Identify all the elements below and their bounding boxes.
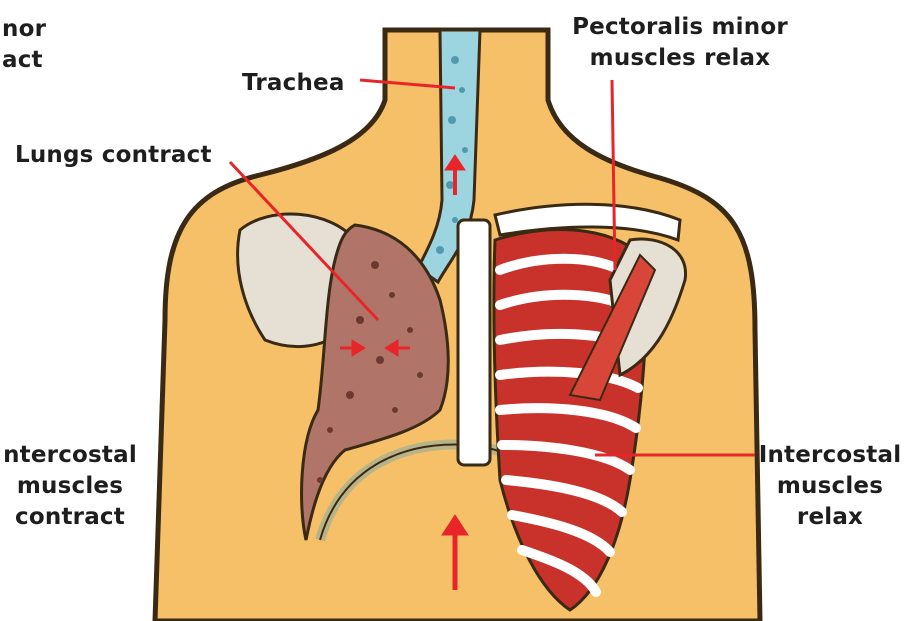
lungs-label: Lungs contract: [15, 140, 212, 171]
trachea-label: Trachea: [242, 68, 345, 99]
pectoralis-label: Pectoralis minor muscles relax: [560, 12, 800, 74]
cropped-label-top-left: nor act: [2, 14, 46, 76]
sternum: [458, 220, 490, 465]
intercostal-left-label: ntercostal muscles contract: [0, 440, 140, 533]
intercostal-right-label: Intercostal muscles relax: [750, 440, 910, 533]
